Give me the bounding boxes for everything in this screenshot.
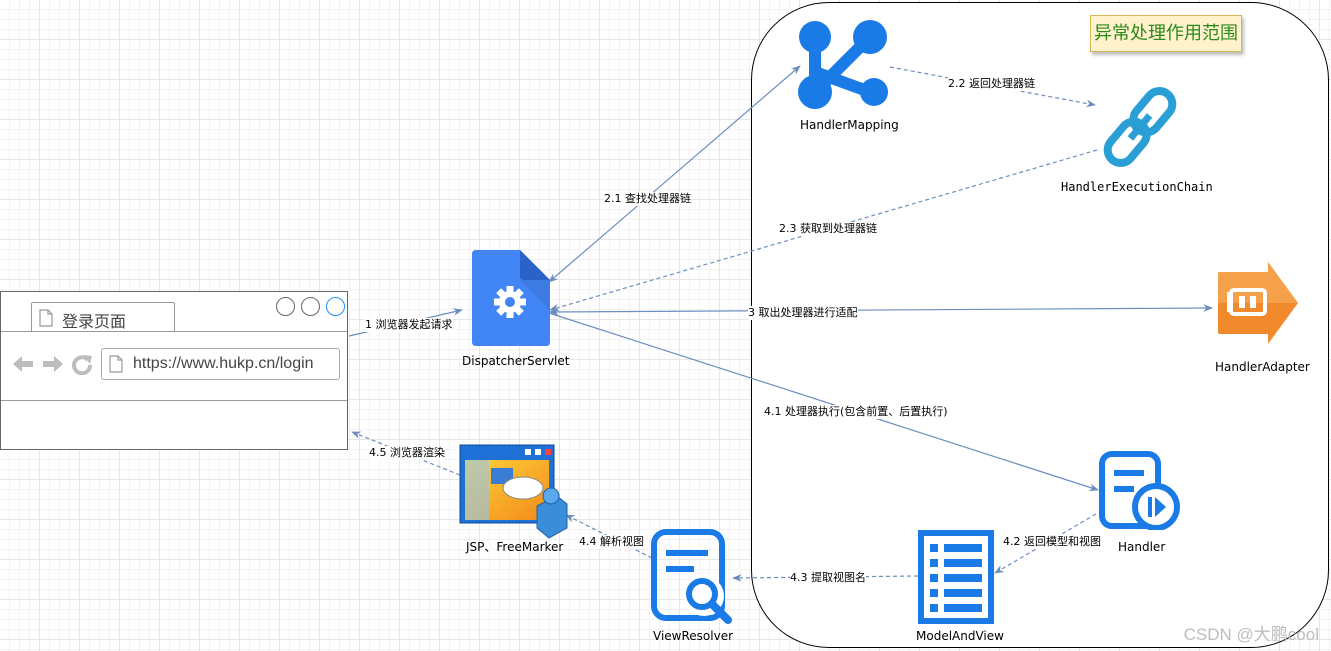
edge-dispatcher-to-adapter: [549, 304, 1213, 316]
view-resolver-label: ViewResolver: [653, 629, 734, 643]
edge-label-1: 1 浏览器发起请求: [365, 318, 453, 332]
edge-dispatcher-to-handler: [548, 312, 1099, 492]
tab-title: 登录页面: [62, 312, 127, 331]
refresh-icon[interactable]: [71, 353, 93, 375]
view-resolver-icon: [651, 529, 732, 624]
url-text: https://www.hukp.cn/login: [133, 355, 314, 372]
edge-label-4-3: 4.3 提取视图名: [790, 571, 866, 585]
dispatcher-servlet-label: DispatcherServlet: [462, 354, 570, 368]
forward-arrow-icon[interactable]: [41, 353, 65, 375]
watermark: CSDN @大鹏cool: [1183, 625, 1319, 644]
handler-adapter-icon: [1218, 262, 1298, 344]
model-and-view-icon: [918, 530, 994, 624]
view-template-icon: [459, 444, 568, 539]
edge-label-4-4: 4.4 解析视图: [579, 535, 644, 549]
handler-icon: [1099, 451, 1180, 530]
handler-label: Handler: [1118, 540, 1166, 554]
page-icon: [109, 355, 123, 373]
edge-dispatcher-to-mapping: [548, 65, 801, 283]
edge-chain-to-dispatcher: [549, 149, 1098, 312]
edge-label-2-1: 2.1 查找处理器链: [604, 192, 691, 206]
scope-title: 异常处理作用范围: [1090, 15, 1242, 52]
page-icon: [39, 309, 53, 327]
dispatcher-servlet-icon: [472, 250, 550, 346]
view-template-label: JSP、FreeMarker: [466, 540, 564, 554]
handler-mapping-label: HandlerMapping: [800, 118, 899, 132]
window-close-button[interactable]: [326, 297, 345, 316]
window-maximize-button[interactable]: [301, 297, 320, 316]
content-divider: [1, 400, 347, 401]
edge-label-2-2: 2.2 返回处理器链: [948, 77, 1035, 91]
handler-mapping-icon: [798, 20, 888, 109]
handler-execution-chain-label: HandlerExecutionChain: [1061, 180, 1213, 194]
model-and-view-label: ModelAndView: [916, 629, 1004, 643]
browser-tab[interactable]: 登录页面: [31, 302, 175, 332]
edge-label-4-2: 4.2 返回模型和视图: [1003, 535, 1101, 549]
edge-resolver-to-view: [565, 514, 653, 559]
handler-adapter-label: HandlerAdapter: [1215, 360, 1310, 374]
browser-window: 登录页面 https://www.hukp.cn/login: [0, 291, 348, 450]
edge-label-4-5: 4.5 浏览器渲染: [369, 446, 445, 460]
back-arrow-icon[interactable]: [11, 353, 35, 375]
edge-label-3: 3 取出处理器进行适配: [748, 306, 858, 320]
edge-label-4-1: 4.1 处理器执行(包含前置、后置执行): [764, 405, 948, 419]
address-bar[interactable]: https://www.hukp.cn/login: [101, 348, 340, 380]
edge-label-2-3: 2.3 获取到处理器链: [779, 222, 877, 236]
chain-link-icon: [1103, 87, 1177, 167]
tab-divider: [1, 331, 347, 332]
window-minimize-button[interactable]: [276, 297, 295, 316]
